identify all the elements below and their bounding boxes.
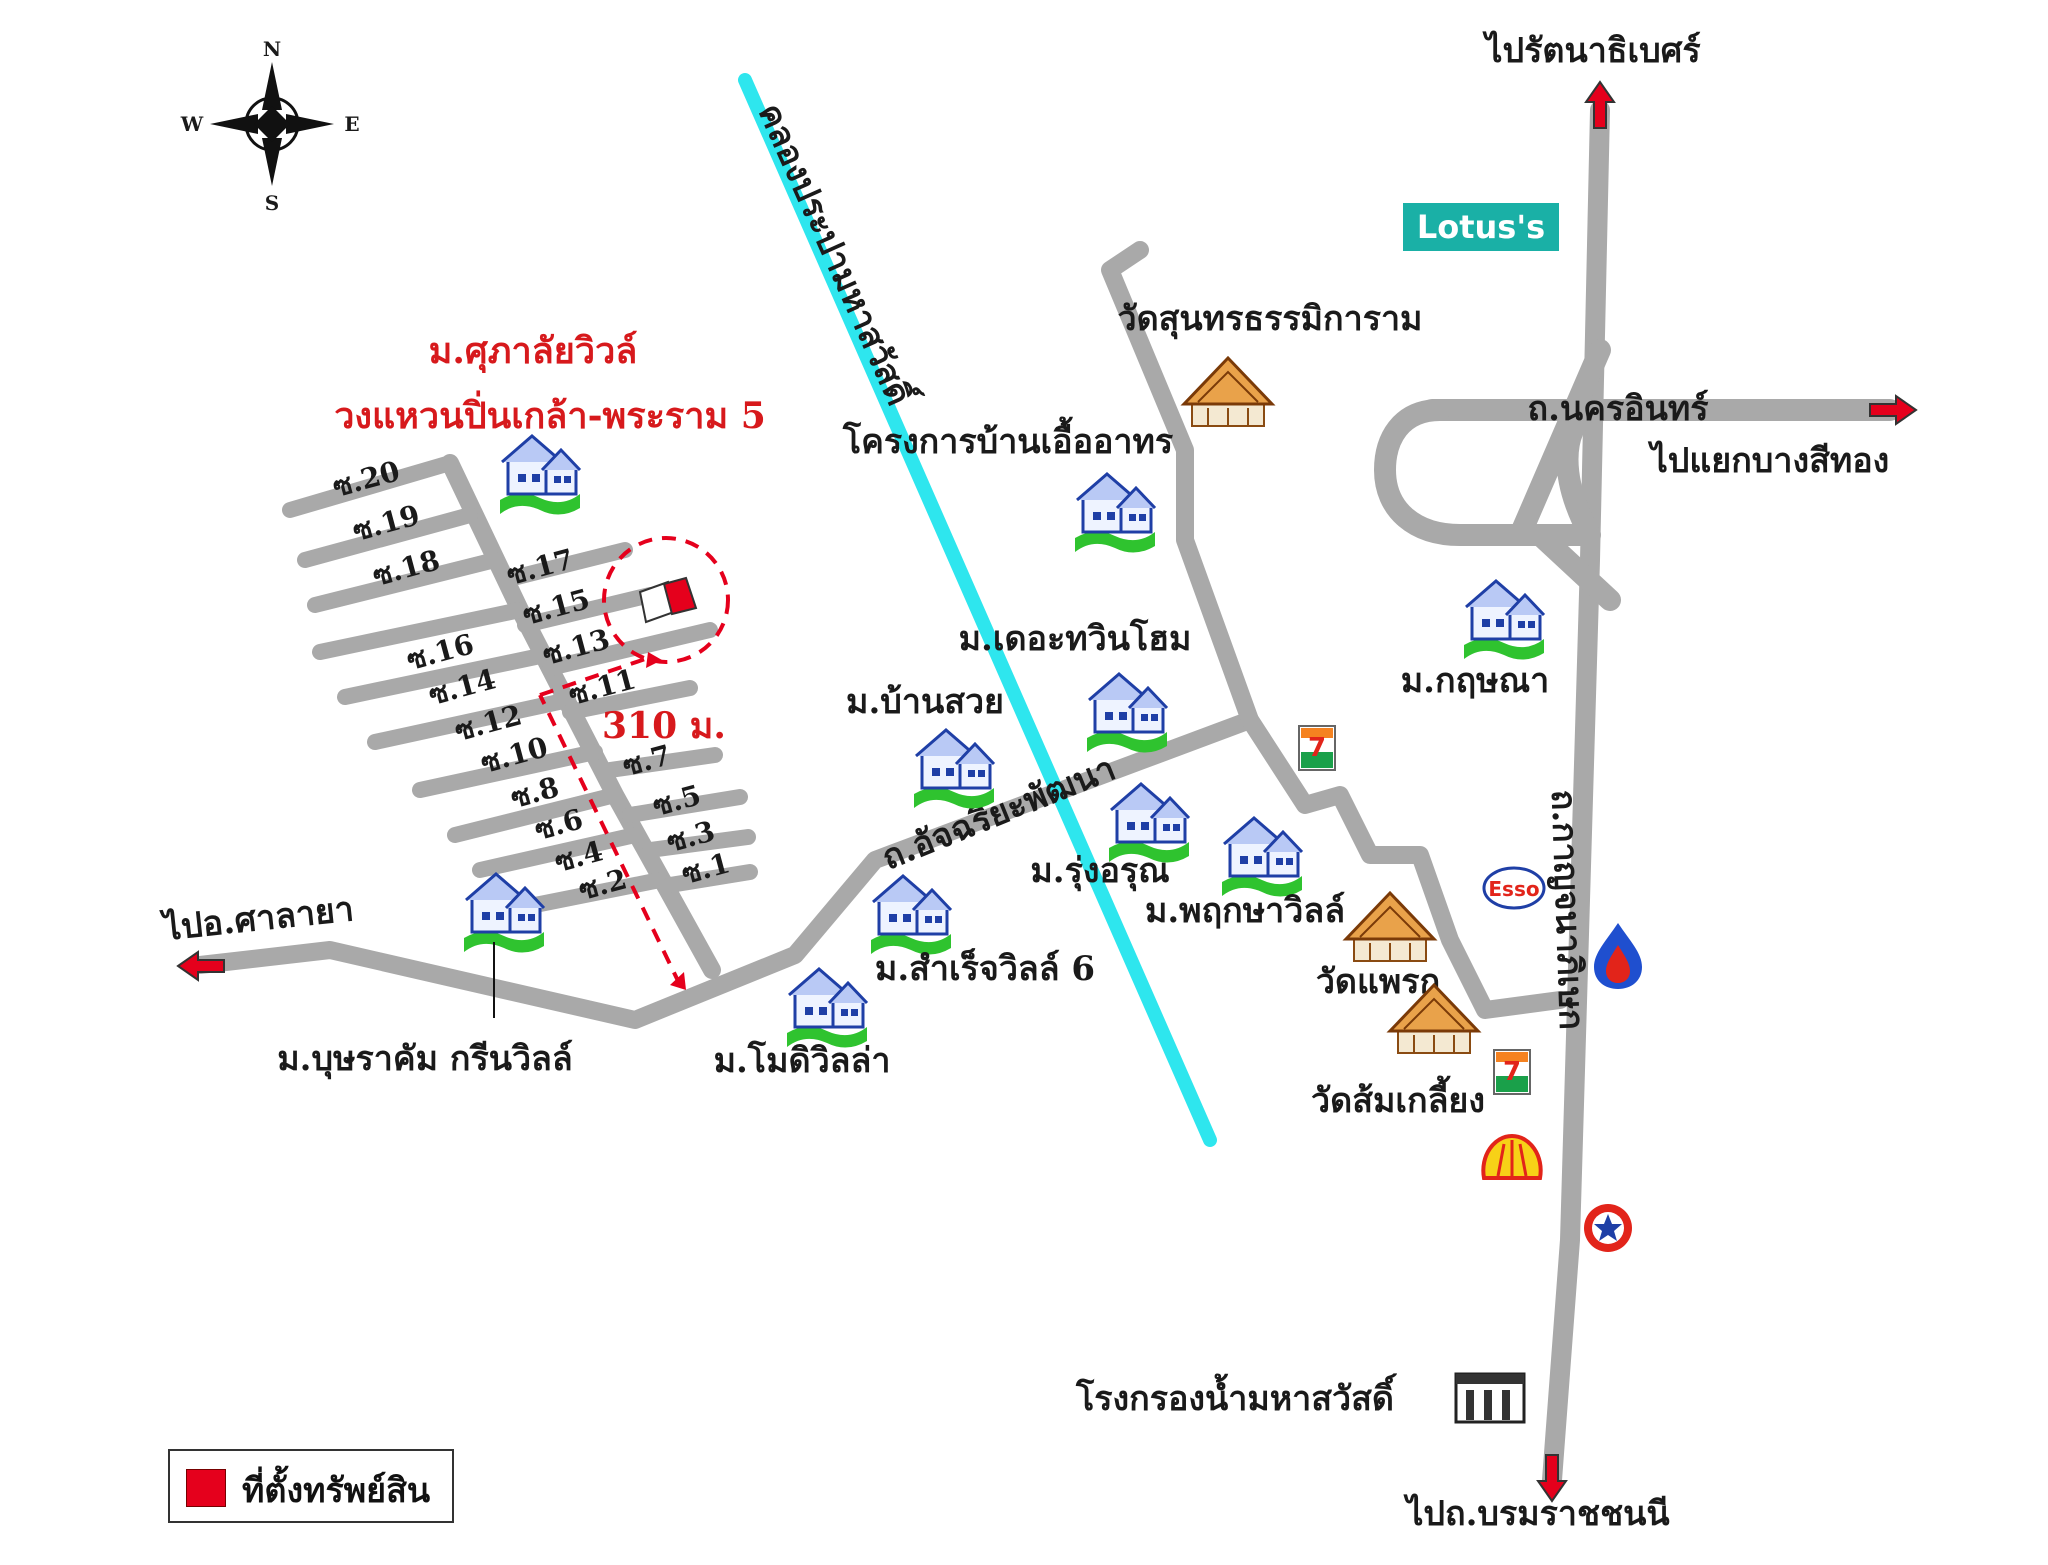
legend-swatch bbox=[186, 1469, 226, 1507]
route-310m bbox=[538, 656, 682, 986]
legend: ที่ตั้งทรัพย์สิน bbox=[168, 1449, 454, 1523]
label-rung-arun: ม.รุ่งอรุณ bbox=[1030, 851, 1169, 892]
house-icon bbox=[869, 874, 953, 957]
caltex-icon bbox=[1584, 1204, 1632, 1252]
arrow-to-bang-si-thong bbox=[1869, 394, 1918, 426]
compass-e: E bbox=[344, 112, 359, 136]
temple-icon bbox=[1182, 356, 1274, 428]
label-to-rattanathibet: ไปรัตนาธิเบศร์ bbox=[1482, 30, 1701, 71]
label-ban-suay: ม.บ้านสวย bbox=[846, 682, 1004, 722]
house-icon bbox=[1085, 672, 1169, 755]
water-plant-icon bbox=[1454, 1372, 1526, 1424]
esso-icon: Esso bbox=[1482, 866, 1546, 910]
road-atcharia-phatthana bbox=[191, 711, 1259, 1029]
label-to-borommaratchachonnani: ไปถ.บรมราชชนนี bbox=[1403, 1493, 1669, 1534]
interchange-loop bbox=[1374, 339, 1621, 611]
soi-label: ซ.17 bbox=[503, 542, 577, 591]
house-icon bbox=[912, 728, 996, 811]
arrow-to-rattanathibet bbox=[1584, 80, 1616, 129]
lotus-label: Lotus's bbox=[1417, 208, 1545, 246]
target-property bbox=[602, 536, 730, 664]
lotus-logo: Lotus's bbox=[1403, 203, 1559, 251]
label-pruksa-ville: ม.พฤกษาวิลล์ bbox=[1145, 891, 1345, 931]
house-icon bbox=[785, 967, 869, 1050]
label-wat-sunthon: วัดสุนทรธรรมิการาม bbox=[1118, 299, 1423, 340]
label-kritsana: ม.กฤษณา bbox=[1401, 661, 1549, 701]
label-bunyarakam: ม.บุษราคัม กรีนวิลล์ bbox=[277, 1039, 572, 1080]
label-ban-ua-athorn: โครงการบ้านเอื้ออาทร bbox=[842, 416, 1174, 462]
road-label-kanchanaphisek: ถ.กาญจนาภิเษก bbox=[1543, 789, 1591, 1031]
label-samret-ville: ม.สำเร็จวิลล์ 6 bbox=[875, 947, 1095, 989]
sois-east bbox=[497, 542, 758, 893]
seven-eleven-icon bbox=[1493, 1049, 1531, 1095]
label-modi-villa: ม.โมดิวิลล่า bbox=[714, 1040, 891, 1081]
sois-west bbox=[282, 455, 668, 913]
label-water-plant: โรงกรองน้ำมหาสวัสดิ์ bbox=[1075, 1373, 1398, 1419]
route-arrow-head bbox=[670, 972, 686, 990]
soi-label: ซ.20 bbox=[329, 454, 403, 503]
arrow-to-borommaratchachonnani bbox=[1536, 1454, 1568, 1503]
house-icon bbox=[1073, 472, 1157, 555]
road-kanchanaphisek bbox=[1542, 100, 1610, 1490]
compass-w: W bbox=[180, 112, 204, 136]
label-to-bang-si-thong: ไปแยกบางสีทอง bbox=[1648, 440, 1890, 481]
road-label-nakhon-in: ถ.นครอินทร์ bbox=[1527, 389, 1709, 429]
ring-road-label: วงแหวนปิ่นเกล้า-พระราม 5 bbox=[334, 390, 766, 437]
compass-n: N bbox=[263, 37, 281, 61]
temple-icon bbox=[1344, 891, 1436, 963]
house-icon bbox=[1462, 579, 1546, 662]
ptt-icon bbox=[1594, 923, 1642, 989]
svg-text:Esso: Esso bbox=[1488, 877, 1539, 901]
seven-eleven-icon bbox=[1298, 725, 1336, 771]
distance-label: 310 ม. bbox=[602, 705, 726, 747]
road-network bbox=[191, 100, 1901, 1490]
arrow-to-salaya bbox=[176, 950, 225, 982]
compass-s: S bbox=[265, 191, 279, 215]
label-to-salaya: ไปอ.ศาลายา bbox=[159, 888, 356, 949]
house-icon bbox=[1220, 816, 1304, 899]
label-wat-phrik: วัดแพรก bbox=[1316, 962, 1440, 1002]
village-title: ม.ศุภาลัยวิวล์ bbox=[429, 330, 638, 374]
house-icon bbox=[498, 434, 582, 517]
route-arrow-head bbox=[646, 652, 662, 668]
house-icon bbox=[462, 872, 546, 955]
road-wat-sunthon bbox=[1101, 241, 1569, 1019]
soi-label: ซ.5 bbox=[649, 778, 704, 822]
label-wat-som-kliang: วัดส้มเกลี้ยง bbox=[1311, 1075, 1485, 1121]
shell-icon bbox=[1481, 1133, 1543, 1180]
legend-label: ที่ตั้งทรัพย์สิน bbox=[242, 1471, 431, 1511]
label-the-twin-home: ม.เดอะทวินโฮม bbox=[959, 618, 1192, 659]
canal-label: คลองประปามหาสวัสดิ์ bbox=[750, 95, 926, 415]
compass-rose: N S E W bbox=[180, 37, 360, 215]
canal-maha-sawat bbox=[738, 73, 1217, 1147]
